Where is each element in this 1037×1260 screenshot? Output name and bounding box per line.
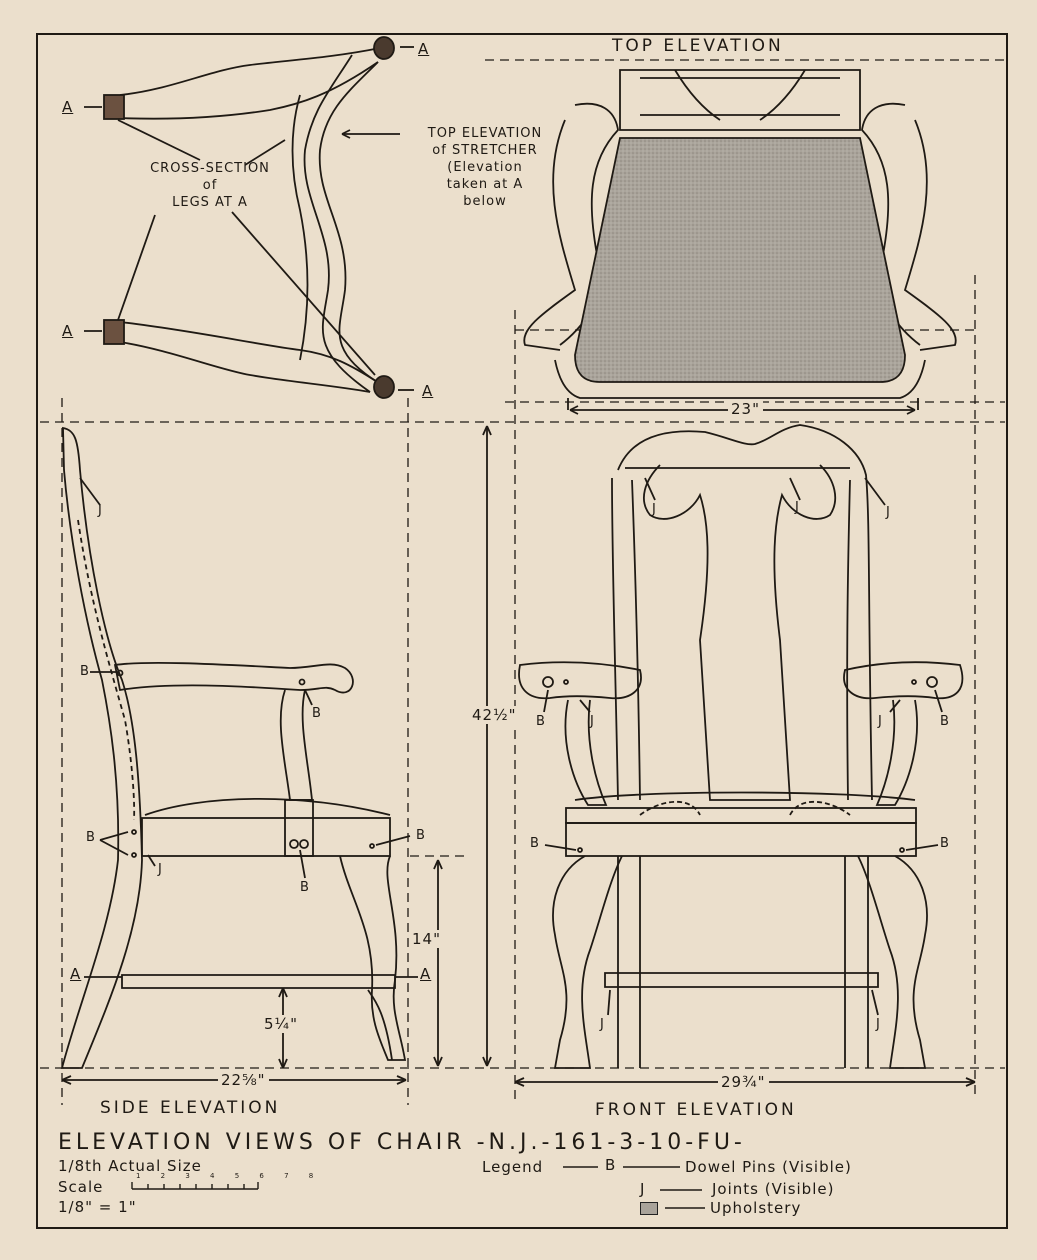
marker-a-bottom-right: A xyxy=(422,382,434,400)
front-dowel-marker-left-arm: B xyxy=(536,714,546,729)
legend-text-dowel: Dowel Pins (Visible) xyxy=(685,1158,852,1176)
dim-front-width: 29¾" xyxy=(718,1073,769,1091)
front-joint-marker-3: J xyxy=(886,505,891,520)
legend-label: Legend xyxy=(482,1158,544,1176)
side-dowel-marker-arm: B xyxy=(80,664,90,679)
marker-a-top-left: A xyxy=(62,98,74,116)
front-joint-marker-left-arm: J xyxy=(590,714,595,729)
upholstery-swatch-icon xyxy=(640,1202,658,1215)
side-dowel-marker-front: B xyxy=(416,828,426,843)
front-joint-marker-2: J xyxy=(795,500,800,515)
front-dowel-marker-right-arm: B xyxy=(940,714,950,729)
side-elevation-title: SIDE ELEVATION xyxy=(100,1098,281,1118)
legend-key-dowel: B xyxy=(605,1156,617,1174)
dim-top-width: 23" xyxy=(728,400,763,418)
side-dowel-marker-rail: B xyxy=(86,830,96,845)
chair-side-view xyxy=(60,425,492,1085)
front-dowel-marker-right-rail: B xyxy=(940,836,950,851)
side-dowel-marker-seat: B xyxy=(300,880,310,895)
cross-section-note: CROSS-SECTION of LEGS AT A xyxy=(150,161,270,210)
size-note: 1/8th Actual Size xyxy=(58,1157,202,1175)
legend-dashes xyxy=(563,1166,705,1209)
side-section-marker-left: A xyxy=(70,965,82,983)
side-joint-marker: J xyxy=(98,503,103,518)
front-dowel-marker-left-rail: B xyxy=(530,836,540,851)
scale-ratio: 1/8" = 1" xyxy=(58,1198,137,1216)
dim-side-depth: 22⅝" xyxy=(218,1071,269,1089)
dim-seat-height: 14" xyxy=(412,930,441,948)
dim-stretcher-height: 5¼" xyxy=(264,1015,298,1033)
sheet-border xyxy=(36,33,1008,1229)
scale-bar xyxy=(131,1182,259,1190)
side-dowel-marker-post: B xyxy=(312,706,322,721)
scale-label: Scale xyxy=(58,1178,104,1196)
marker-a-bottom-left: A xyxy=(62,322,74,340)
marker-a-top-right: A xyxy=(418,40,430,58)
side-joint-marker-rail: J xyxy=(158,862,163,877)
front-elevation-title: FRONT ELEVATION xyxy=(595,1100,797,1120)
front-joint-marker-right-stretcher: J xyxy=(876,1017,881,1032)
legend-key-joint: J xyxy=(640,1180,646,1198)
chair-top-view xyxy=(523,69,957,415)
front-joint-marker-1: J xyxy=(652,502,657,517)
legend-upholstery xyxy=(640,1199,662,1217)
side-section-marker-right: A xyxy=(420,965,432,983)
legend-text-upholstery: Upholstery xyxy=(710,1199,802,1217)
legend-text-joint: Joints (Visible) xyxy=(712,1180,835,1198)
front-joint-marker-right-arm: J xyxy=(878,714,883,729)
chair-front-view xyxy=(514,424,976,1087)
dim-height: 42½" xyxy=(472,706,517,724)
front-joint-marker-left-stretcher: J xyxy=(600,1017,605,1032)
drawing-title: ELEVATION VIEWS OF CHAIR -N.J.-161-3-10-… xyxy=(58,1130,746,1155)
stretcher-top-elevation xyxy=(84,36,414,399)
stretcher-note: TOP ELEVATION of STRETCHER (Elevation ta… xyxy=(427,126,543,209)
top-elevation-title: TOP ELEVATION xyxy=(612,36,784,56)
scale-ticks: 1 2 3 4 5 6 7 8 xyxy=(136,1172,323,1180)
